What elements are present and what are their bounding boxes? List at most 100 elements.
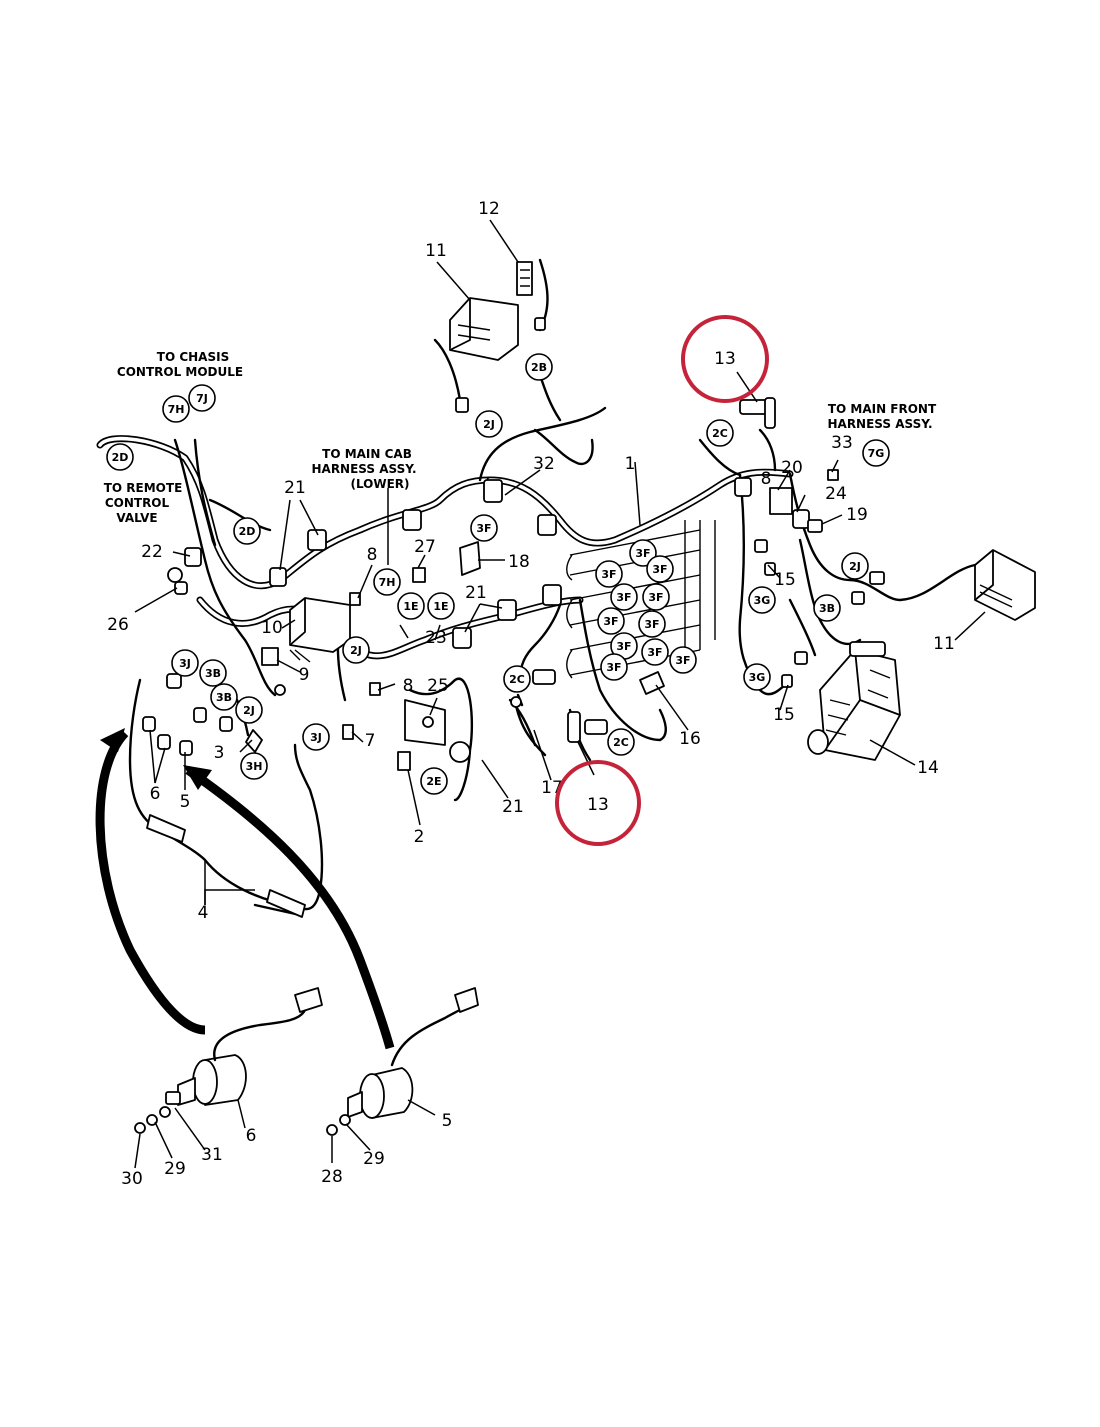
svg-text:3F: 3F (616, 591, 631, 604)
item-number-30: 30 (121, 1169, 143, 1189)
connector-tag: 2J (841, 552, 869, 580)
connector-tag: 3B (813, 594, 841, 622)
svg-text:3J: 3J (179, 657, 191, 670)
connector-tag: 2C (706, 419, 734, 447)
connector-tag: 3F (600, 653, 628, 681)
svg-text:2B: 2B (531, 361, 547, 374)
item-number-15: 15 (774, 570, 796, 590)
caption-cab-line-2: HARNESS ASSY. (311, 462, 416, 476)
item-number-11-right: 11 (933, 634, 955, 654)
caption-chassis-line-2: CONTROL MODULE (117, 365, 243, 379)
connector-tags: 7H 7J 2D 2D 2B 2J 2C 7G 3F 2J 7H 1E 1E 3… (106, 353, 890, 795)
item-number-7: 7 (365, 731, 376, 751)
svg-text:2J: 2J (483, 418, 495, 431)
connector-tag: 3F (597, 607, 625, 635)
svg-text:3F: 3F (635, 547, 650, 560)
item-number-13-top: 13 (714, 349, 736, 369)
item-number-3: 3 (214, 743, 225, 763)
item-number-21-mid: 21 (465, 583, 487, 603)
callout-arrows (95, 728, 395, 1050)
svg-text:3F: 3F (647, 646, 662, 659)
svg-text:1E: 1E (433, 600, 448, 613)
caption-chassis-line-1: TO CHASIS (157, 350, 229, 364)
svg-text:2D: 2D (239, 525, 256, 538)
item-number-14: 14 (917, 758, 939, 778)
leader-lines (134, 219, 986, 1169)
item-number-2: 2 (414, 827, 425, 847)
svg-text:3G: 3G (749, 671, 766, 684)
svg-text:1E: 1E (403, 600, 418, 613)
svg-text:2C: 2C (712, 427, 728, 440)
item-number-33: 33 (831, 433, 853, 453)
caption-remote-line-2: CONTROL (105, 496, 170, 510)
svg-text:3G: 3G (754, 594, 771, 607)
connector-tag: 3B (210, 683, 238, 711)
item-number-31: 31 (201, 1145, 223, 1165)
svg-text:3F: 3F (644, 618, 659, 631)
item-number-8-relay: 8 (367, 545, 378, 565)
highlight-item-13-bottom: 13 (555, 760, 641, 846)
captions: TO CHASIS CONTROL MODULE TO REMOTE CONTR… (104, 350, 937, 525)
connector-tag: 1E (397, 592, 425, 620)
connector-tag: 2J (475, 410, 503, 438)
item-number-6-solenoid: 6 (246, 1126, 257, 1146)
connector-tag: 3F (610, 583, 638, 611)
connector-tag: 3G (748, 586, 776, 614)
item-numbers: 12 11 32 1 8 20 33 24 19 21 22 26 8 27 1… (107, 199, 955, 1189)
svg-text:2E: 2E (426, 775, 441, 788)
connector-tag: 2J (342, 636, 370, 664)
caption-remote-line-1: TO REMOTE (104, 481, 183, 495)
control-module-top (449, 261, 546, 413)
connector-tag: 2C (503, 665, 531, 693)
connector-tag: 3H (240, 752, 268, 780)
item-number-25: 25 (427, 676, 449, 696)
connector-tag: 3F (595, 560, 623, 588)
connector-tag: 3F (629, 539, 657, 567)
item-number-21-low: 21 (502, 797, 524, 817)
caption-cab-line-3: (LOWER) (350, 477, 409, 491)
item-number-23: 23 (425, 628, 447, 648)
caption-front-line-2: HARNESS ASSY. (827, 417, 932, 431)
connector-tag: 2D (106, 443, 134, 471)
svg-text:3B: 3B (819, 602, 835, 615)
svg-text:3F: 3F (616, 640, 631, 653)
connector-tag: 1E (427, 592, 455, 620)
svg-text:7H: 7H (168, 403, 185, 416)
svg-text:3B: 3B (205, 667, 221, 680)
item-number-26: 26 (107, 615, 129, 635)
connector-tag: 3G (743, 663, 771, 691)
item-number-24: 24 (825, 484, 847, 504)
connector-tag: 7H (373, 568, 401, 596)
svg-text:3F: 3F (603, 615, 618, 628)
svg-text:2C: 2C (613, 736, 629, 749)
connector-tag: 2J (235, 696, 263, 724)
item-number-16: 16 (679, 729, 701, 749)
item-number-9: 9 (299, 665, 310, 685)
item-number-10: 10 (261, 618, 283, 638)
connector-tag: 3F (669, 646, 697, 674)
connector-tag: 3F (638, 610, 666, 638)
item-number-6: 6 (150, 784, 161, 804)
svg-text:3H: 3H (246, 760, 263, 773)
svg-text:7H: 7H (379, 576, 396, 589)
svg-text:3J: 3J (310, 731, 322, 744)
item-number-29: 29 (164, 1159, 186, 1179)
svg-text:3F: 3F (476, 522, 491, 535)
svg-text:3F: 3F (675, 654, 690, 667)
small-parts (142, 397, 885, 918)
connector-tag: 7H (162, 395, 190, 423)
svg-text:2D: 2D (112, 451, 129, 464)
solenoid-6 (134, 987, 323, 1134)
item-number-28: 28 (321, 1167, 343, 1187)
connector-tag: 2B (525, 353, 553, 381)
connector-tag: 3J (302, 723, 330, 751)
item-number-8: 8 (761, 469, 772, 489)
connector-tag: 7J (188, 384, 216, 412)
svg-text:2J: 2J (849, 560, 861, 573)
svg-text:3F: 3F (606, 661, 621, 674)
connector-tag: 2D (233, 517, 261, 545)
connector-tag: 2C (607, 728, 635, 756)
svg-text:3F: 3F (652, 563, 667, 576)
item-number-13-bottom: 13 (587, 795, 609, 815)
item-number-21: 21 (284, 478, 306, 498)
